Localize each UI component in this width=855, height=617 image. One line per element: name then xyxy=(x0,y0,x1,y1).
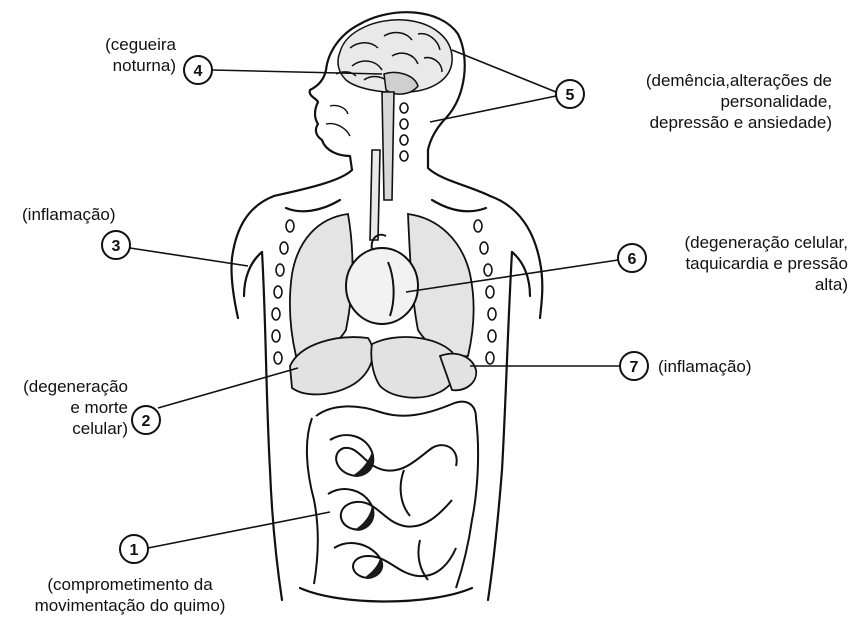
heart xyxy=(346,235,418,324)
callout-label-1: (comprometimento da movimentação do quim… xyxy=(10,574,250,616)
callout-label-5-line-1: (demência,alterações de xyxy=(596,70,832,91)
callout-marker-6: 6 xyxy=(618,244,646,272)
callout-label-6: (degeneração celular, taquicardia e pres… xyxy=(652,232,848,295)
callout-marker-3: 3 xyxy=(102,231,130,259)
svg-text:3: 3 xyxy=(112,238,121,255)
callout-label-1-line-2: movimentação do quimo) xyxy=(10,595,250,616)
callout-label-4-line-1: (cegueira xyxy=(60,34,176,55)
callout-marker-4: 4 xyxy=(184,56,212,84)
callout-label-1-line-1: (comprometimento da xyxy=(10,574,250,595)
leader-line-2 xyxy=(158,368,298,408)
callout-label-2-line-1: (degeneração xyxy=(10,376,128,397)
callout-marker-2: 2 xyxy=(132,406,160,434)
callout-label-4-line-2: noturna) xyxy=(60,55,176,76)
svg-text:2: 2 xyxy=(142,413,151,430)
svg-text:6: 6 xyxy=(628,251,637,268)
leader-line-5a xyxy=(452,50,556,92)
callout-label-5-line-2: personalidade, xyxy=(596,91,832,112)
callout-label-6-line-1: (degeneração celular, xyxy=(652,232,848,253)
callout-label-5-line-3: depressão e ansiedade) xyxy=(596,112,832,133)
intestines xyxy=(307,402,478,588)
svg-text:5: 5 xyxy=(566,87,575,104)
callout-label-3-line-1: (inflamação) xyxy=(22,204,116,225)
leader-line-3 xyxy=(130,248,248,266)
callout-label-2-line-3: celular) xyxy=(10,418,128,439)
callout-label-3: (inflamação) xyxy=(22,204,116,225)
svg-text:1: 1 xyxy=(130,542,139,559)
leader-line-5b xyxy=(430,96,556,122)
callout-label-6-line-2: taquicardia e pressão xyxy=(652,253,848,274)
callout-marker-5: 5 xyxy=(556,80,584,108)
callout-label-7: (inflamação) xyxy=(658,356,752,377)
callout-label-4: (cegueira noturna) xyxy=(60,34,176,76)
callout-marker-1: 1 xyxy=(120,535,148,563)
svg-text:7: 7 xyxy=(630,359,639,376)
callout-marker-7: 7 xyxy=(620,352,648,380)
callout-label-2: (degeneração e morte celular) xyxy=(10,376,128,439)
callout-label-6-line-3: alta) xyxy=(652,274,848,295)
spinal-cord xyxy=(370,92,394,240)
callout-label-2-line-2: e morte xyxy=(10,397,128,418)
callout-label-5: (demência,alterações de personalidade, d… xyxy=(596,70,832,133)
brain xyxy=(338,20,452,94)
callout-label-7-line-1: (inflamação) xyxy=(658,356,752,377)
svg-text:4: 4 xyxy=(194,63,203,80)
leader-line-1 xyxy=(148,512,330,548)
